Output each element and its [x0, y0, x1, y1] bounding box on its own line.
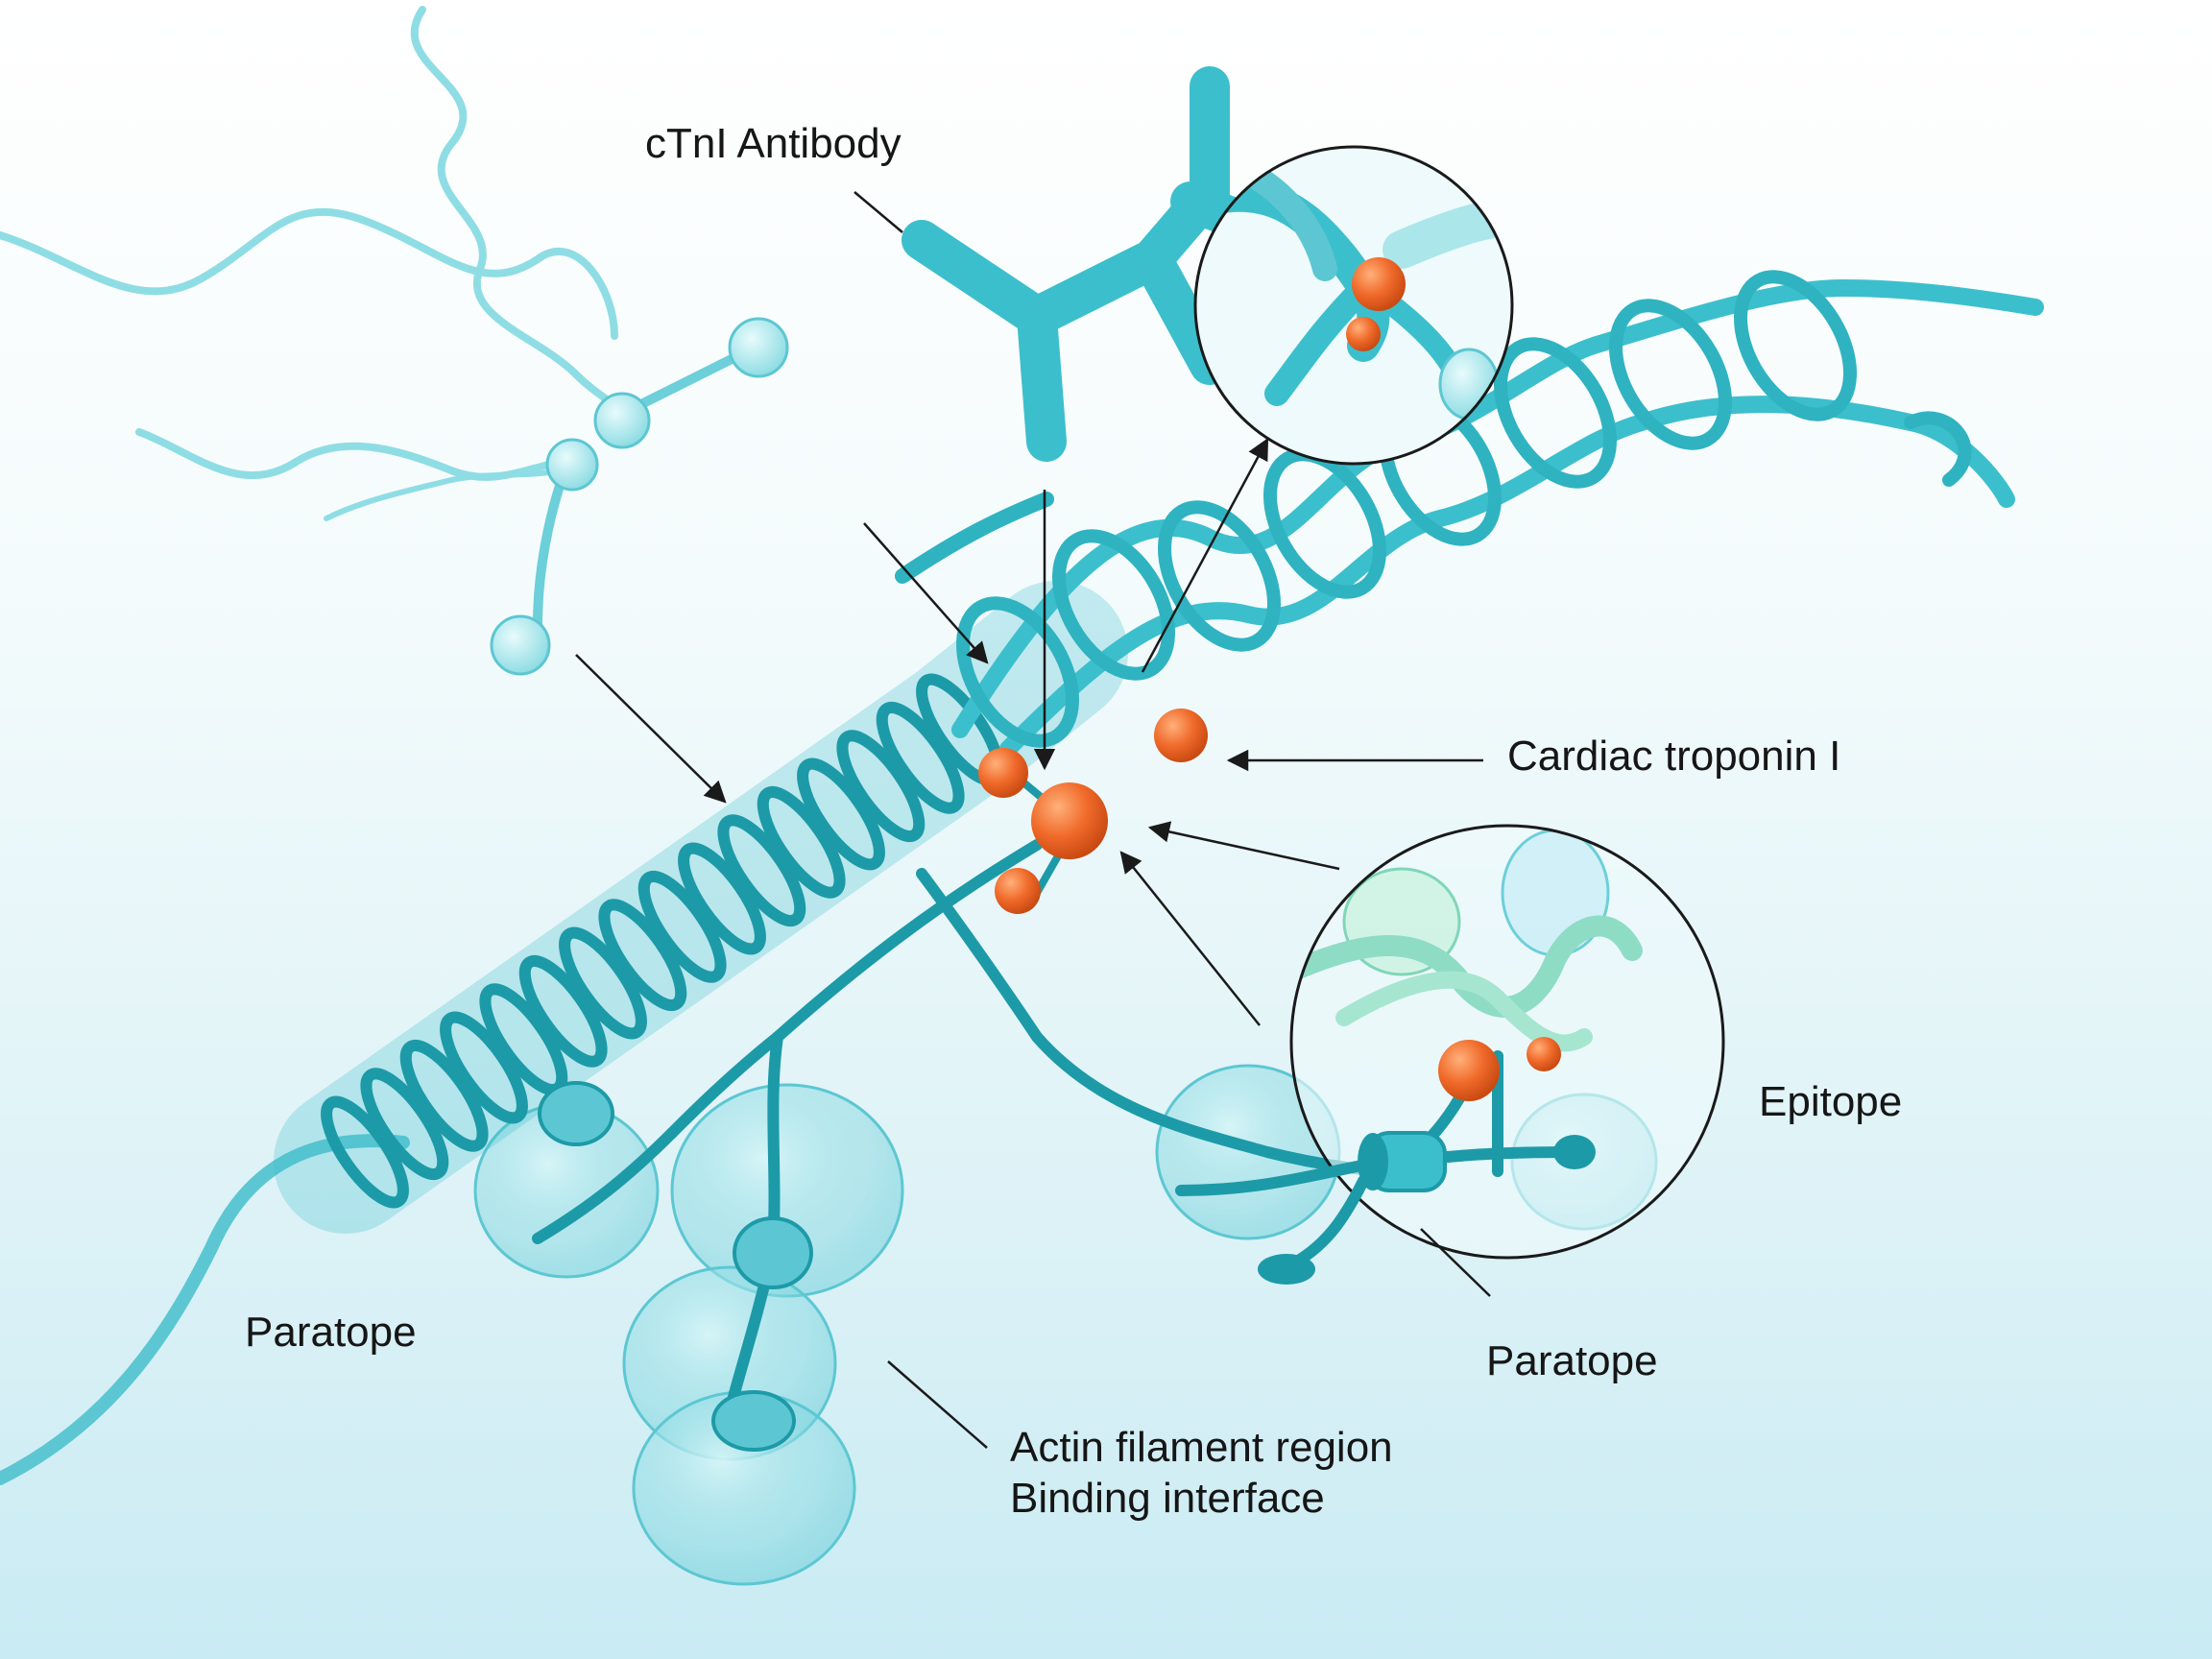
- label-actin-line1: Actin filament region: [1010, 1424, 1393, 1471]
- helix-coil-loop: [876, 702, 965, 814]
- helix-coil-loop: [637, 871, 727, 983]
- troponin-helix: [274, 270, 2044, 1234]
- hinge-node: [733, 1216, 813, 1289]
- epitope-residue: [1527, 1037, 1561, 1071]
- epitope-residue: [1346, 317, 1381, 351]
- helix-coil-loop: [321, 1095, 409, 1209]
- epitope-residue: [995, 868, 1041, 914]
- annotation-lines: [575, 191, 1491, 1449]
- helix-coil-turn: [1158, 500, 1281, 652]
- free-peptide-chain: [0, 6, 754, 629]
- epitope-residue: [1154, 709, 1208, 762]
- helix-coil-turn: [1609, 299, 1732, 450]
- antibody-zoom-inset: [1193, 145, 1514, 466]
- label-actin-line2: Binding interface: [1010, 1474, 1325, 1522]
- label-epitope: Epitope: [1759, 1078, 1903, 1125]
- peptide-bead: [593, 392, 651, 449]
- helix-coil-loop: [360, 1068, 449, 1180]
- epitope-residue: [978, 748, 1028, 798]
- paratope-node: [1175, 1131, 1447, 1285]
- label-ctni-antibody: cTnI Antibody: [645, 120, 902, 167]
- helix-coil-turn: [956, 596, 1079, 748]
- helix-coil-loop: [440, 1011, 528, 1124]
- label-cardiac-troponin: Cardiac troponin I: [1507, 733, 1841, 780]
- peptide-bead: [545, 438, 599, 492]
- helix-coil-loop: [399, 1040, 489, 1152]
- label-paratope-left: Paratope: [245, 1309, 417, 1356]
- helix-coil-loop: [797, 757, 885, 871]
- leader-actin: [887, 1360, 988, 1449]
- filament-tail: [0, 1134, 410, 1485]
- helix-coil-loop: [678, 842, 766, 955]
- helix-coil-turn: [1734, 270, 1857, 421]
- leader-paratope-right: [1420, 1228, 1491, 1297]
- helix-coil-turn: [1494, 337, 1617, 489]
- epitope-residue: [1031, 782, 1108, 859]
- arrow-epitope-2: [1119, 851, 1261, 1026]
- helix-coil-loop: [559, 926, 647, 1040]
- arrow-upper-left: [863, 522, 989, 664]
- binding-site: [978, 709, 1208, 914]
- helix-coil-loop: [518, 955, 608, 1068]
- helix-coil-turn: [1052, 529, 1175, 681]
- epitope-residue: [1352, 257, 1406, 311]
- label-actin-region: Actin filament region Binding interface: [1010, 1423, 1393, 1525]
- helix-coil-loop: [598, 899, 687, 1011]
- helix-coil-turn: [1263, 447, 1386, 599]
- helix-coil-loop: [717, 814, 806, 926]
- leader-antibody: [854, 191, 903, 233]
- peptide-bead: [728, 317, 789, 378]
- hinge-node: [711, 1390, 796, 1452]
- arrow-to-inset: [1141, 438, 1269, 673]
- peptide-bead: [490, 614, 551, 676]
- helix-coil-loop: [836, 730, 926, 842]
- arrow-epitope-1: [1147, 821, 1340, 871]
- hinge-node: [538, 1081, 614, 1146]
- epitope-residue: [1438, 1040, 1500, 1101]
- label-paratope-right: Paratope: [1486, 1337, 1658, 1384]
- arrow-left-chain: [575, 654, 727, 804]
- helix-coil-loop: [757, 786, 846, 899]
